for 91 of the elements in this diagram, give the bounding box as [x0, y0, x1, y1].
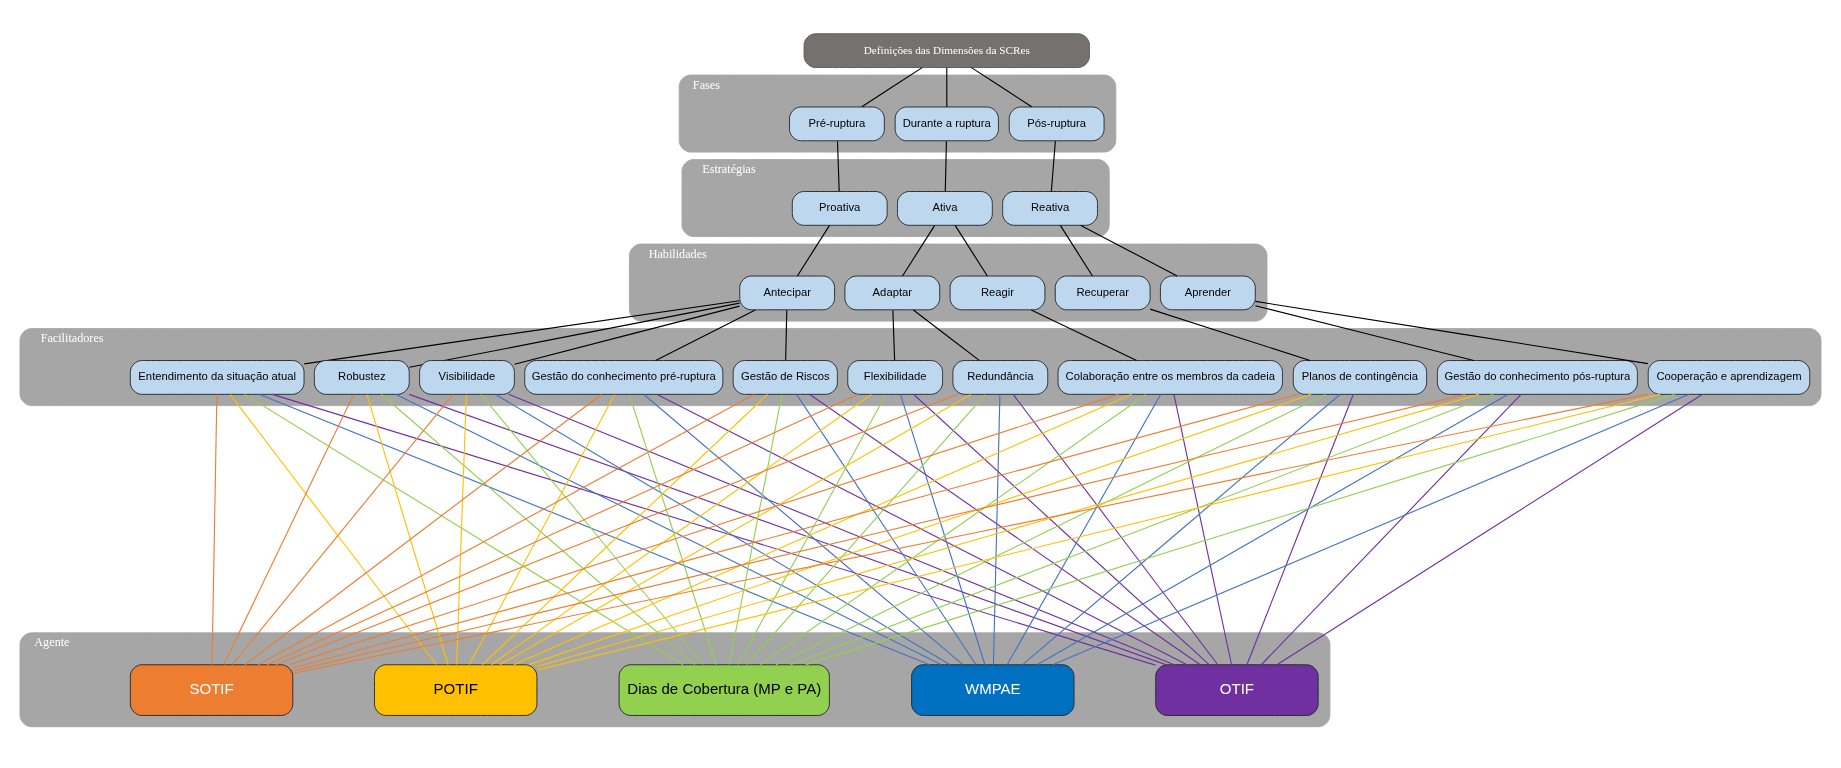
connector	[514, 305, 741, 365]
node-box: Adaptar	[844, 275, 941, 311]
node-box: Dias de Cobertura (MP e PA)	[618, 664, 830, 716]
connector	[970, 67, 1033, 108]
connector	[468, 394, 616, 666]
connector	[796, 394, 977, 666]
node-box: Recuperar	[1054, 275, 1151, 311]
node-box: Entendimento da situação atual	[129, 360, 305, 395]
node-box: Durante a ruptura	[894, 106, 999, 142]
connector	[1276, 393, 1703, 666]
connector	[836, 140, 840, 193]
node-box: Reagir	[949, 275, 1046, 311]
node-box: Planos de contingência	[1292, 360, 1428, 395]
connector	[292, 393, 1299, 669]
node-box: Cooperação e aprendizagem	[1647, 360, 1811, 395]
connector	[490, 393, 872, 666]
connector	[954, 225, 988, 277]
connector	[1030, 309, 1138, 361]
connector	[1006, 394, 1162, 666]
connector	[244, 393, 602, 666]
connector	[480, 394, 704, 666]
node-box: SOTIF	[129, 664, 294, 716]
connector	[1260, 394, 1522, 666]
connector	[1036, 393, 1509, 666]
node-box: Pré-ruptura	[789, 106, 885, 142]
connector	[244, 393, 684, 666]
connector	[628, 394, 717, 666]
node-box: POTIF	[374, 664, 538, 716]
connector	[785, 309, 788, 362]
node-box: Redundância	[952, 360, 1049, 395]
connector	[746, 394, 986, 666]
connector	[901, 225, 936, 277]
connector	[366, 394, 449, 666]
connector	[481, 393, 768, 666]
node-box: Gestão do conhecimento pós-ruptura	[1436, 360, 1638, 395]
connector	[456, 394, 467, 666]
node-box: Proativa	[791, 191, 888, 226]
connector	[223, 394, 355, 666]
connector	[912, 309, 980, 361]
connector	[1173, 394, 1233, 666]
node-box: Gestão do conhecimento pré-ruptura	[524, 360, 724, 395]
connector	[913, 393, 1210, 666]
node-box: Pós-ruptura	[1008, 106, 1105, 142]
node-box: Reativa	[1002, 191, 1098, 226]
node-box: Definições das Dimensões da SCRes	[803, 33, 1090, 69]
connector	[759, 393, 1147, 666]
connector	[536, 393, 1661, 671]
connector	[775, 393, 1326, 666]
node-box: Robustez	[313, 360, 410, 395]
node-box: Flexibilidade	[847, 360, 944, 395]
connector	[809, 393, 1201, 666]
connector	[789, 393, 1494, 666]
node-box: Visibilidade	[419, 360, 515, 395]
connector	[257, 393, 755, 666]
connector	[643, 393, 964, 666]
node-box: Gestão de Riscos	[732, 360, 838, 395]
connector	[1022, 393, 1341, 666]
connector	[211, 394, 218, 666]
connector	[1246, 394, 1354, 666]
node-box: Ativa	[897, 191, 993, 226]
connector	[1050, 140, 1056, 193]
connector	[796, 225, 830, 277]
connector	[737, 394, 887, 666]
connector	[899, 394, 986, 666]
connector	[656, 393, 1188, 666]
connector	[946, 67, 948, 108]
connector	[1012, 394, 1219, 666]
connector	[303, 300, 741, 365]
connector	[1059, 225, 1094, 277]
connector	[1254, 300, 1649, 365]
node-box: Antecipar	[739, 275, 836, 311]
connector	[408, 302, 741, 368]
connector	[1254, 305, 1475, 362]
node-box: OTIF	[1155, 664, 1319, 716]
connector	[381, 393, 696, 666]
connector	[1149, 308, 1311, 362]
connector	[395, 393, 943, 666]
connector	[892, 309, 896, 362]
connector	[861, 67, 923, 108]
connector	[536, 393, 1480, 668]
node-box: Aprender	[1159, 275, 1256, 311]
connector	[655, 309, 756, 361]
connector	[728, 394, 783, 666]
connector	[1052, 393, 1690, 666]
connector	[528, 393, 1312, 666]
node-box: Colaboração entre os membros da cadeia	[1057, 360, 1283, 395]
node-box: WMPAE	[911, 664, 1075, 716]
connector	[944, 140, 947, 193]
connector	[805, 393, 1676, 666]
connector	[1080, 224, 1178, 277]
connector	[992, 394, 1001, 666]
